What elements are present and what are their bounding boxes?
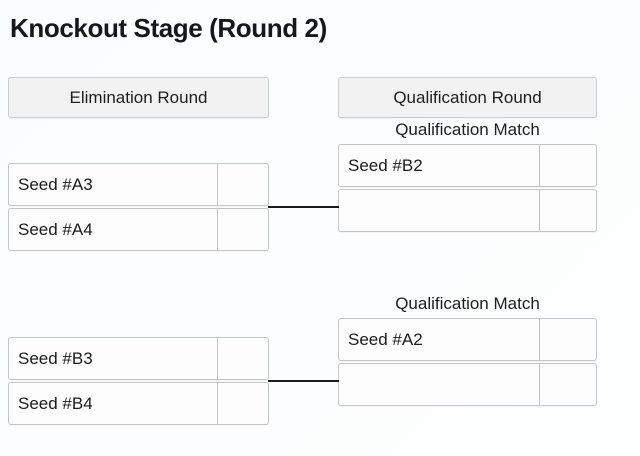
seed-score[interactable] bbox=[539, 319, 596, 360]
seed-name: Seed #B4 bbox=[18, 393, 93, 413]
match-row[interactable]: Seed #B4 bbox=[8, 382, 269, 425]
seed-name: Seed #B2 bbox=[348, 155, 423, 175]
seed-score[interactable] bbox=[217, 164, 268, 205]
seed-score[interactable] bbox=[217, 338, 268, 379]
seed-score[interactable] bbox=[217, 209, 268, 250]
round-header-qualification: Qualification Round bbox=[338, 77, 597, 118]
round-header-elimination-label: Elimination Round bbox=[69, 87, 208, 107]
seed-name bbox=[339, 364, 539, 405]
round-header-elimination: Elimination Round bbox=[8, 77, 269, 118]
match-box-elimination-1: Seed #A3 Seed #A4 bbox=[8, 163, 269, 251]
match-row[interactable]: Seed #A4 bbox=[8, 208, 269, 251]
match-box-qualification-2: Seed #A2 bbox=[338, 318, 597, 406]
match-row[interactable] bbox=[338, 189, 597, 232]
seed-name bbox=[339, 190, 539, 231]
match-box-qualification-1: Seed #B2 bbox=[338, 144, 597, 232]
round-header-qualification-label: Qualification Round bbox=[393, 87, 542, 107]
match-box-elimination-2: Seed #B3 Seed #B4 bbox=[8, 337, 269, 425]
qualification-match-label-2: Qualification Match bbox=[395, 294, 540, 313]
bracket-connector-line-2 bbox=[268, 380, 339, 382]
seed-score[interactable] bbox=[539, 190, 596, 231]
seed-name: Seed #A4 bbox=[18, 219, 93, 239]
match-row[interactable]: Seed #B2 bbox=[338, 144, 597, 187]
seed-name: Seed #A2 bbox=[348, 329, 423, 349]
match-row[interactable]: Seed #A2 bbox=[338, 318, 597, 361]
match-row[interactable]: Seed #B3 bbox=[8, 337, 269, 380]
seed-score[interactable] bbox=[217, 383, 268, 424]
match-row[interactable] bbox=[338, 363, 597, 406]
page-title: Knockout Stage (Round 2) bbox=[10, 13, 327, 43]
match-row[interactable]: Seed #A3 bbox=[8, 163, 269, 206]
seed-score[interactable] bbox=[539, 145, 596, 186]
qualification-match-label-1: Qualification Match bbox=[395, 120, 540, 139]
bracket-connector-line-1 bbox=[268, 206, 339, 208]
seed-name: Seed #A3 bbox=[18, 174, 93, 194]
seed-name: Seed #B3 bbox=[18, 348, 93, 368]
seed-score[interactable] bbox=[539, 364, 596, 405]
